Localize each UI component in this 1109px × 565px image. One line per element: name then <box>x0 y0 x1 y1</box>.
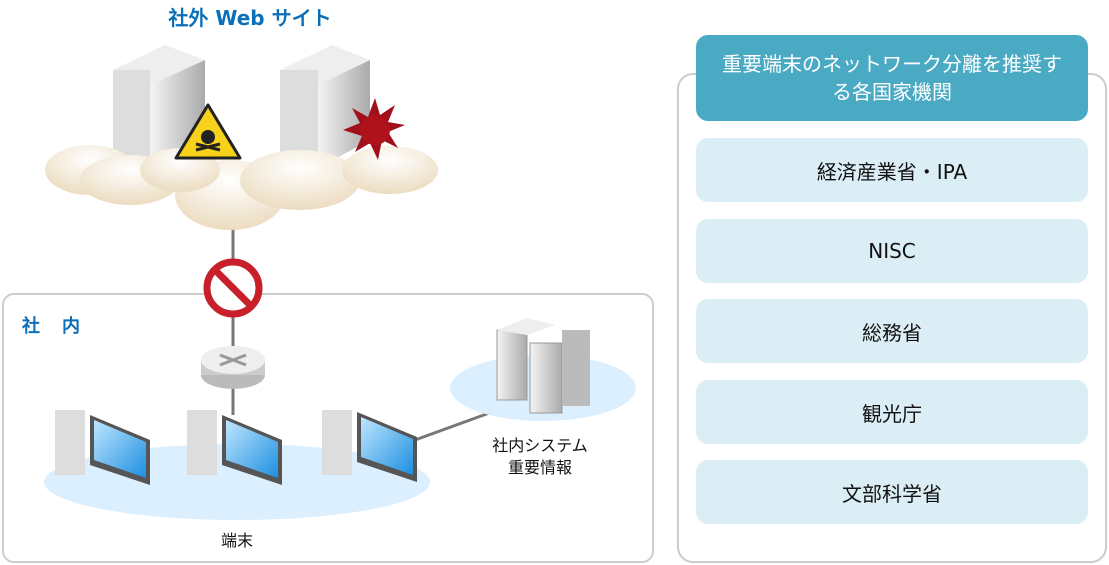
server-icon <box>280 45 370 168</box>
agency-item: NISC <box>696 219 1088 283</box>
external-website-title: 社外 Web サイト <box>168 6 332 30</box>
internal-network-box <box>2 293 654 563</box>
internal-network-label: 社 内 <box>22 316 82 337</box>
terminals-label: 端末 <box>220 531 253 550</box>
internal-system-label: 社内システム 重要情報 <box>492 436 588 477</box>
agency-item: 経済産業省・IPA <box>696 138 1088 202</box>
pc-icon <box>55 410 150 485</box>
connection-line <box>414 410 493 442</box>
agency-item: 総務省 <box>696 299 1088 363</box>
cloud <box>45 145 438 230</box>
server-icon <box>496 318 555 401</box>
pc-icon <box>322 410 417 482</box>
agencies-panel-header: 重要端末のネットワーク分離を推奨する各国家機関 <box>696 35 1088 121</box>
pc-icon <box>187 410 282 485</box>
agency-item: 観光庁 <box>696 380 1088 444</box>
warning-icon <box>174 103 242 160</box>
router-icon <box>201 346 265 389</box>
agency-item: 文部科学省 <box>696 460 1088 524</box>
no-entry-icon <box>203 258 263 318</box>
server-icon <box>529 330 590 414</box>
network-diagram <box>44 45 636 520</box>
servers-external <box>113 45 370 168</box>
virus-icon <box>343 98 405 160</box>
